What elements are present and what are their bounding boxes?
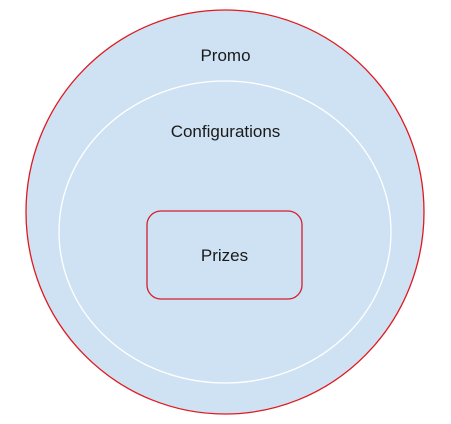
configurations-label: Configurations <box>170 122 281 141</box>
promo-label: Promo <box>200 46 251 65</box>
prizes-box <box>146 210 303 300</box>
prizes-label: Prizes <box>200 246 249 265</box>
